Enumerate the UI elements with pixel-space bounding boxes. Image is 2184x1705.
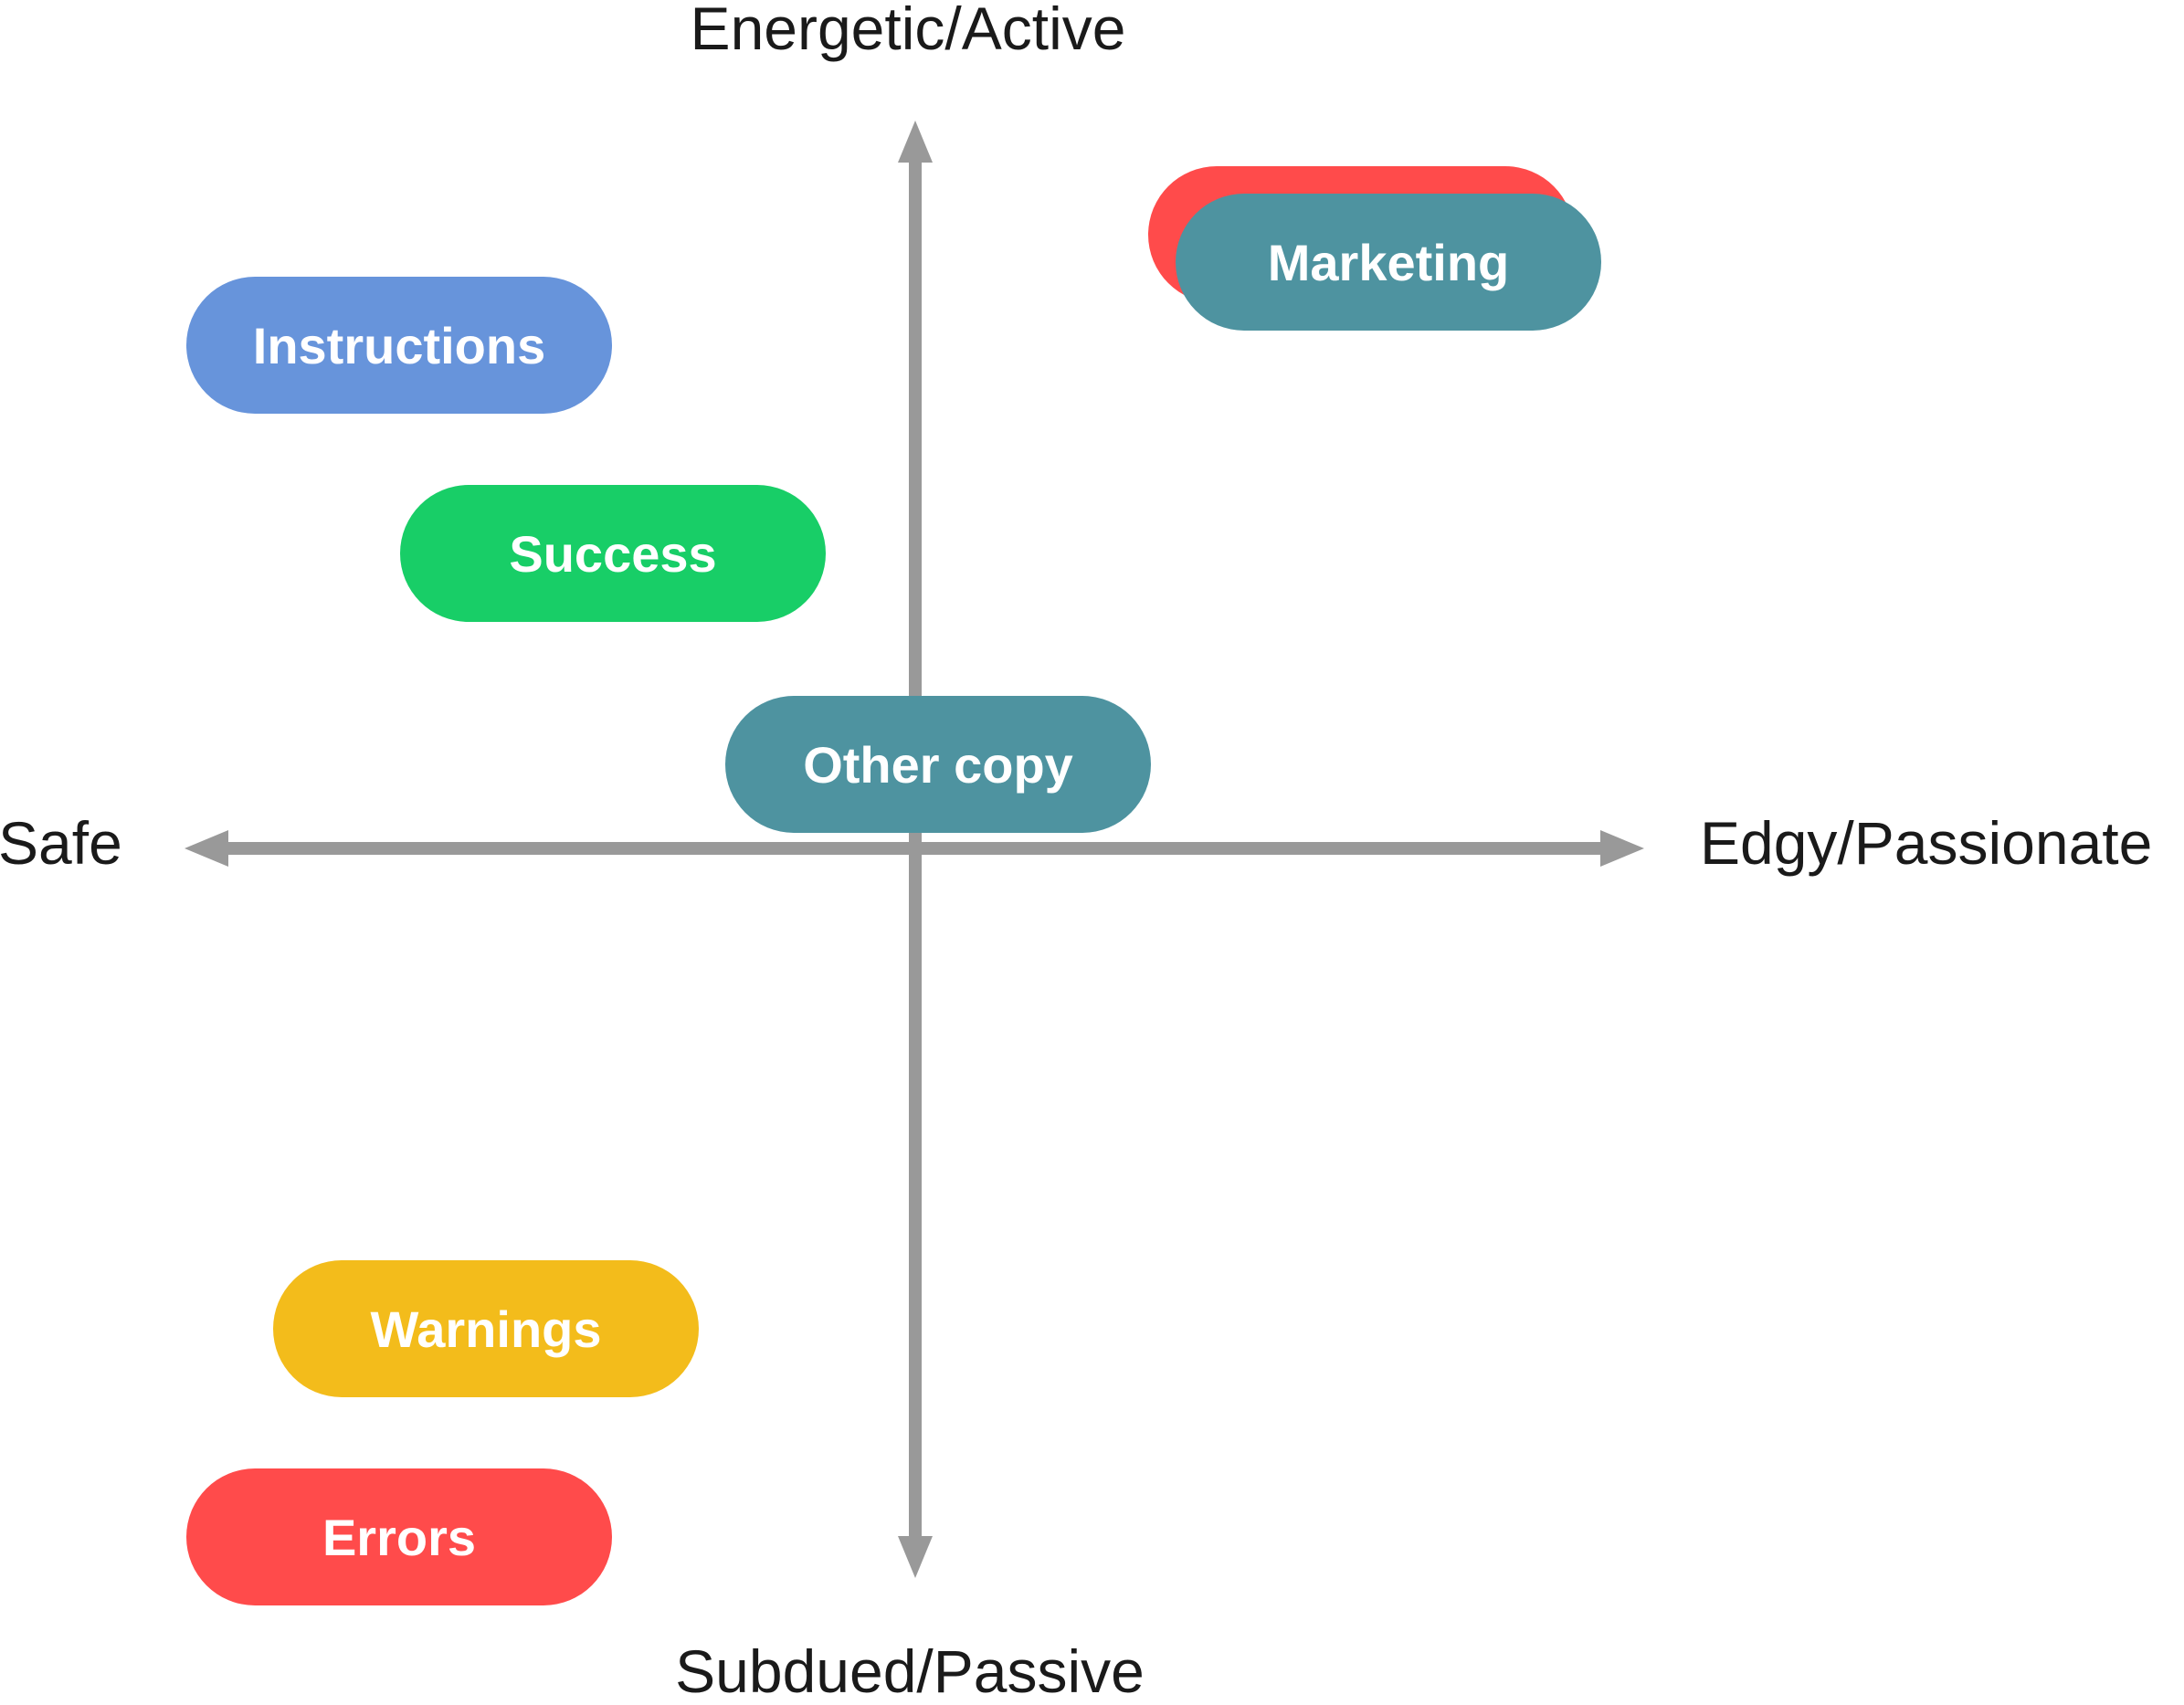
warnings-pill-label: Warnings [370,1300,602,1358]
marketing-pill: Marketing [1176,194,1601,331]
success-pill: Success [400,485,826,622]
other-copy-pill: Other copy [725,696,1151,833]
instructions-pill-label: Instructions [252,316,546,374]
horizontal-axis-arrow-right [1600,830,1644,867]
other-copy-pill-label: Other copy [803,735,1073,794]
vertical-axis-arrow-down [898,1536,933,1578]
vertical-axis-arrow-up [898,121,933,163]
errors-pill: Errors [186,1468,612,1605]
errors-pill-label: Errors [322,1508,477,1566]
axis-label-bottom: Subdued/Passive [675,1637,1145,1705]
instructions-pill: Instructions [186,277,612,414]
axis-label-left: Safe [0,809,122,877]
axis-label-top: Energetic/Active [690,0,1126,62]
success-pill-label: Success [509,524,717,583]
axis-label-right: Edgy/Passionate [1700,809,2153,877]
horizontal-axis-arrow-left [185,830,228,867]
warnings-pill: Warnings [273,1260,699,1397]
marketing-pill-label: Marketing [1267,233,1510,291]
